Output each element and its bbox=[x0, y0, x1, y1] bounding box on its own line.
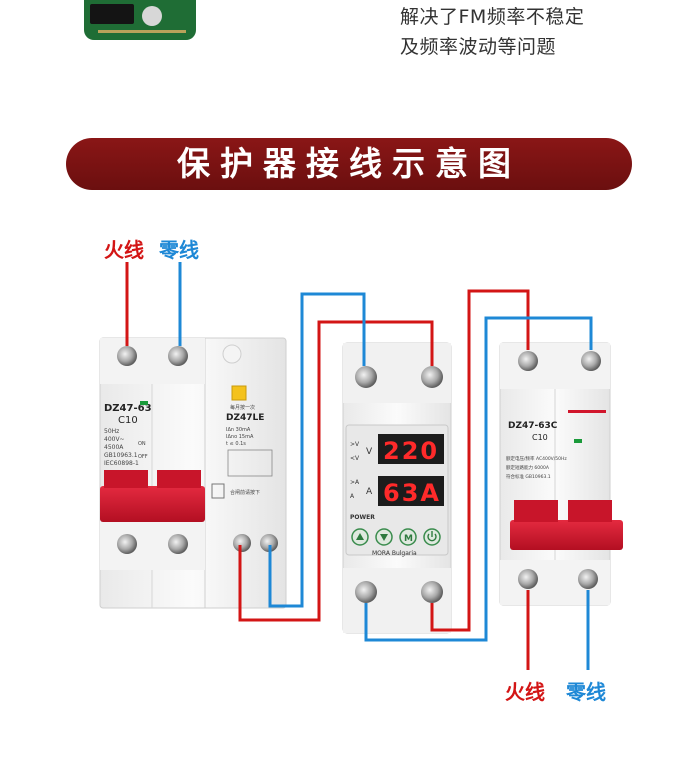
screw-icon bbox=[421, 366, 443, 388]
protector-side-label: A bbox=[350, 493, 355, 500]
pcb-component bbox=[90, 4, 134, 24]
left-spec-line: IEC60898-1 bbox=[104, 460, 139, 467]
right-indicator bbox=[574, 439, 582, 443]
screw-icon bbox=[578, 569, 598, 589]
left-spec-line: 50Hz bbox=[104, 428, 119, 435]
screw-icon bbox=[518, 569, 538, 589]
right-breaker-model: DZ47-63C bbox=[508, 421, 558, 431]
left-on-label: ON bbox=[138, 441, 146, 447]
intro-line-1: 解决了FM频率不稳定 bbox=[400, 6, 585, 28]
label-live-bottom: 火线 bbox=[505, 680, 545, 704]
intro-line-2: 及频率波动等问题 bbox=[400, 36, 557, 58]
screw-icon bbox=[168, 346, 188, 366]
left-off-label: OFF bbox=[138, 454, 148, 460]
left-spec-line: 400V~ bbox=[104, 436, 125, 443]
right-spec-line: 符合标准 GB10963.1 bbox=[506, 473, 551, 480]
wire-neutral-to-right-breaker bbox=[364, 316, 593, 642]
left-spec-line: 4500A bbox=[104, 444, 124, 451]
current-display: 63A bbox=[383, 479, 441, 507]
rcd-reset-label: 合闸前请按下 bbox=[230, 489, 260, 496]
rcd-module: 每月按一次 DZ47LE IΔn 30mA IΔno 15mA t ≤ 0.1s… bbox=[211, 344, 278, 552]
wire-live-to-right-breaker bbox=[430, 289, 530, 632]
current-unit: A bbox=[366, 487, 373, 497]
right-spec-line: 额定短路能力 6000A bbox=[506, 464, 550, 471]
protector-side-label: >V bbox=[350, 441, 360, 448]
handle-top bbox=[568, 500, 612, 522]
screw-icon bbox=[168, 534, 188, 554]
voltage-display-panel bbox=[378, 434, 444, 464]
handle-top bbox=[104, 470, 148, 488]
chevron-down-icon bbox=[380, 534, 388, 541]
label-neutral-bottom: 零线 bbox=[566, 680, 606, 704]
screw-icon bbox=[355, 366, 377, 388]
rcd-circuit-diagram bbox=[227, 449, 273, 477]
wires bbox=[125, 262, 593, 670]
right-breaker-handle[interactable] bbox=[510, 520, 623, 550]
right-breaker-rating: C10 bbox=[532, 433, 548, 442]
left-spec-line: GB10963.1 bbox=[104, 452, 138, 459]
left-terminal-block-top bbox=[100, 338, 205, 384]
chevron-up-icon bbox=[356, 533, 364, 540]
power-label: POWER bbox=[350, 514, 375, 521]
pcb-trace bbox=[98, 30, 186, 33]
rcd-spec-line: IΔno 15mA bbox=[226, 434, 254, 440]
protector-brand: MORA Bulgaria bbox=[372, 550, 417, 557]
screw-icon bbox=[117, 346, 137, 366]
screw-icon bbox=[421, 581, 443, 603]
screw-icon bbox=[581, 351, 601, 371]
rcd-reset-button[interactable] bbox=[211, 483, 225, 499]
banner-title: 保护器接线示意图 bbox=[177, 144, 521, 183]
screw-icon bbox=[260, 534, 278, 552]
screw-icon bbox=[355, 581, 377, 603]
rcd-model: DZ47LE bbox=[226, 413, 264, 423]
title-banner bbox=[66, 138, 632, 190]
left-breaker-rating: C10 bbox=[118, 415, 138, 426]
mode-button[interactable] bbox=[399, 528, 417, 546]
wire-neutral-to-protector bbox=[268, 292, 366, 608]
rcd-spec-line: IΔn 30mA bbox=[226, 427, 251, 433]
screw-icon bbox=[518, 351, 538, 371]
power-icon bbox=[427, 533, 437, 542]
label-neutral-top: 零线 bbox=[159, 238, 199, 262]
left-breaker-handle[interactable] bbox=[100, 486, 205, 522]
left-terminal-block-bottom bbox=[100, 520, 205, 570]
current-display-panel bbox=[378, 476, 444, 506]
left-breaker-model: DZ47-63 bbox=[104, 403, 152, 414]
right-spec-line: 额定电压/频率 AC400V/50Hz bbox=[506, 455, 567, 462]
handle-top bbox=[514, 500, 558, 522]
wire-live-to-protector bbox=[238, 320, 434, 622]
pcb-photo bbox=[84, 0, 196, 40]
rcd-spec-line: t ≤ 0.1s bbox=[226, 441, 246, 447]
right-breaker: DZ47-63C C10 额定电压/频率 AC400V/50Hz 额定短路能力 … bbox=[499, 342, 623, 606]
rcd-test-label: 每月按一次 bbox=[230, 404, 255, 411]
rcd-test-hole bbox=[222, 344, 242, 364]
protector-side-label: >A bbox=[350, 479, 360, 486]
left-breaker: DZ47-63 C10 50Hz 400V~ 4500A GB10963.1 I… bbox=[99, 337, 287, 609]
voltage-protector: >V <V >A A V A 220 63A POWER M MORA Bulg… bbox=[342, 342, 452, 634]
pcb-capacitor bbox=[142, 6, 162, 26]
screw-icon bbox=[117, 534, 137, 554]
protector-side-label: <V bbox=[350, 455, 360, 462]
voltage-unit: V bbox=[366, 447, 373, 457]
rcd-test-button[interactable] bbox=[231, 385, 247, 401]
right-indicator-stripe bbox=[568, 410, 606, 413]
handle-top bbox=[157, 470, 201, 488]
mode-button-label: M bbox=[404, 534, 413, 544]
left-indicator bbox=[140, 401, 148, 405]
voltage-display: 220 bbox=[383, 437, 439, 465]
label-live-top: 火线 bbox=[104, 238, 144, 262]
screw-icon bbox=[233, 534, 251, 552]
